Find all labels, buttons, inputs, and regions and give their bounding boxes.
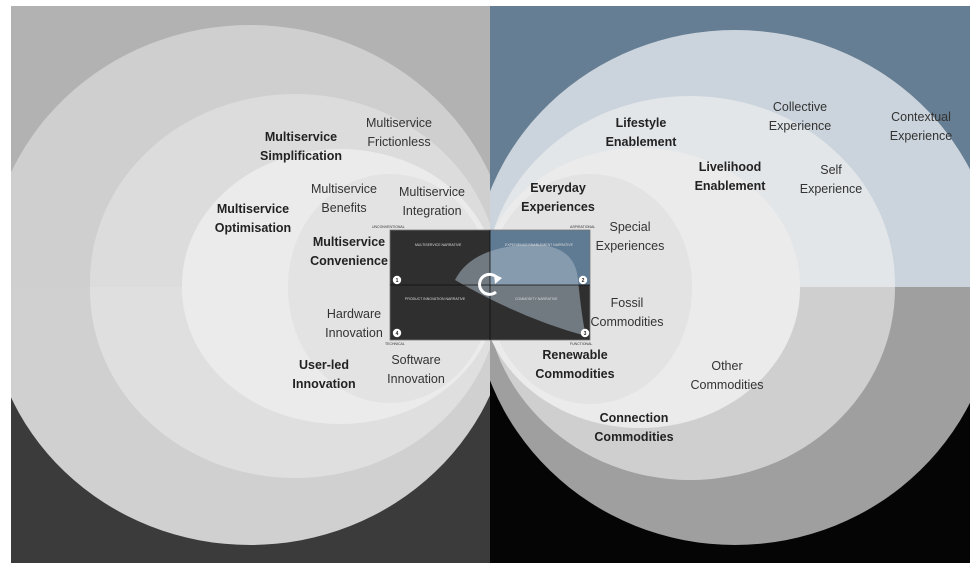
matrix-tr-label: EXPERIENCE ENABLEMENT NARRATIVE: [505, 243, 574, 247]
label-contextual-experience: Contextual Experience: [889, 110, 953, 143]
center-matrix: MULTISERVICE NARRATIVE EXPERIENCE ENABLE…: [372, 225, 595, 346]
marker-3: 3: [580, 328, 590, 338]
top-left-lobe: [11, 25, 490, 287]
marker-1-text: 1: [396, 278, 399, 284]
label-fossil-commodities: Fossil Commodities: [590, 296, 664, 329]
label-multiservice-integration: Multiservice Integration: [399, 185, 465, 218]
label-lifestyle-enablement: Lifestyle Enablement: [605, 116, 677, 149]
matrix-bl-label: PRODUCT INNOVATION NARRATIVE: [405, 297, 466, 301]
marker-2: 2: [578, 275, 588, 285]
label-other-commodities: Other Commodities: [690, 359, 764, 392]
matrix-highlight-shape: [455, 244, 586, 336]
label-everyday-experiences: Everyday Experiences: [521, 181, 595, 214]
axis-top-right: ASPIRATIONAL: [570, 225, 595, 229]
label-renewable-commodities: Renewable Commodities: [535, 348, 615, 381]
label-multiservice-simplification: Multiservice Simplification: [260, 130, 342, 163]
matrix-tl-label: MULTISERVICE NARRATIVE: [415, 243, 462, 247]
marker-4-text: 4: [396, 331, 399, 337]
label-multiservice-benefits: Multiservice Benefits: [311, 182, 377, 215]
label-software-innovation: Software Innovation: [387, 353, 445, 386]
label-multiservice-convenience: Multiservice Convenience: [310, 235, 388, 268]
label-collective-experience: Collective Experience: [768, 100, 832, 133]
label-self-experience: Self Experience: [799, 163, 863, 196]
axis-bottom-left: TECHNICAL: [385, 342, 405, 346]
axis-bottom-right: FUNCTIONAL: [570, 342, 592, 346]
bottom-right-lobe: [490, 287, 970, 545]
axis-top-left: UNCONVENTIONAL: [372, 225, 405, 229]
label-livelihood-enablement: Livelihood Enablement: [694, 160, 766, 193]
marker-3-text: 3: [584, 331, 587, 337]
label-user-led-innovation: User-led Innovation: [292, 358, 356, 391]
marker-4: 4: [392, 328, 402, 338]
marker-1: 1: [392, 275, 402, 285]
label-special-experiences: Special Experiences: [595, 220, 665, 253]
label-hardware-innovation: Hardware Innovation: [325, 307, 383, 340]
refresh-icon: [478, 272, 502, 296]
label-multiservice-frictionless: Multiservice Frictionless: [366, 116, 432, 149]
matrix-br-label: COMMODITY NARRATIVE: [515, 297, 558, 301]
label-multiservice-optimisation: Multiservice Optimisation: [214, 202, 292, 235]
label-connection-commodities: Connection Commodities: [594, 411, 674, 444]
matrix-bl-panel: [390, 285, 490, 340]
marker-2-text: 2: [582, 278, 585, 284]
